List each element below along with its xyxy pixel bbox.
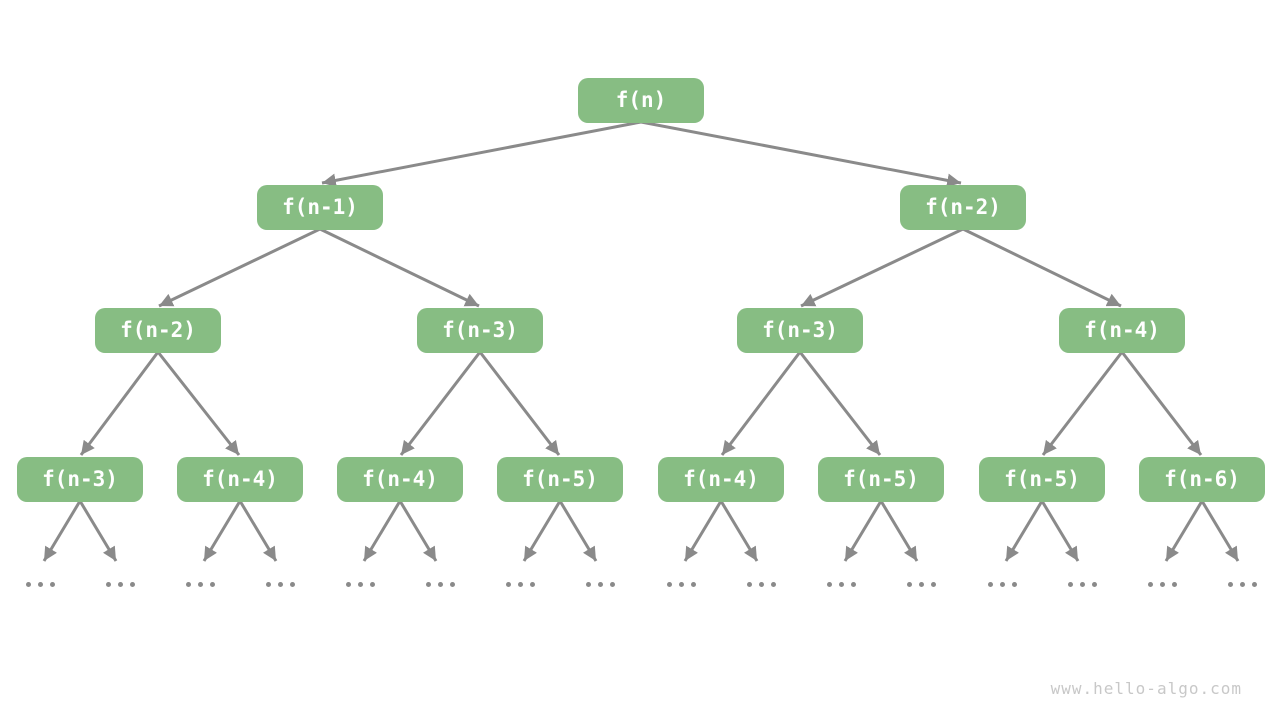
ellipsis — [346, 582, 375, 587]
tree-node: f(n-5) — [497, 457, 623, 502]
tree-node: f(n-2) — [900, 185, 1026, 230]
watermark: www.hello-algo.com — [1050, 679, 1242, 698]
ellipsis — [747, 582, 776, 587]
tree-node: f(n-2) — [95, 308, 221, 353]
tree-node: f(n-4) — [337, 457, 463, 502]
tree-edge — [156, 351, 241, 456]
tree-node: f(n-4) — [1059, 308, 1185, 353]
tree-node: f(n-4) — [658, 457, 784, 502]
tree-edge — [1041, 351, 1124, 456]
tree-edge — [719, 500, 759, 562]
ellipsis — [506, 582, 535, 587]
tree-edge — [158, 227, 321, 308]
tree-edge — [79, 351, 160, 456]
tree-edge — [202, 500, 242, 562]
tree-edge — [398, 500, 438, 562]
tree-node-fn: f(n) — [578, 78, 704, 123]
tree-edge — [1040, 500, 1080, 562]
tree-node: f(n-4) — [177, 457, 303, 502]
tree-node: f(n-3) — [417, 308, 543, 353]
tree-edge — [319, 227, 480, 308]
tree-edge — [478, 351, 561, 456]
tree-node: f(n-3) — [737, 308, 863, 353]
tree-edge — [843, 500, 883, 562]
ellipsis — [827, 582, 856, 587]
ellipsis — [106, 582, 135, 587]
tree-edge — [879, 500, 919, 562]
tree-edge — [321, 120, 642, 188]
tree-edge — [42, 500, 82, 562]
ellipsis — [266, 582, 295, 587]
tree-edge — [1200, 500, 1240, 562]
tree-edge — [800, 227, 964, 308]
tree-edge — [798, 351, 882, 456]
ellipsis — [1228, 582, 1257, 587]
tree-edge — [522, 500, 562, 562]
tree-edge — [1004, 500, 1044, 562]
tree-node: f(n-1) — [257, 185, 383, 230]
ellipsis — [988, 582, 1017, 587]
ellipsis — [186, 582, 215, 587]
tree-edge — [399, 351, 482, 456]
ellipsis — [1148, 582, 1177, 587]
ellipsis — [426, 582, 455, 587]
tree-node: f(n-5) — [979, 457, 1105, 502]
ellipsis — [907, 582, 936, 587]
tree-edge — [720, 351, 802, 456]
tree-edge — [78, 500, 118, 562]
tree-edge — [640, 120, 962, 188]
tree-edge — [962, 227, 1122, 308]
tree-edge — [683, 500, 723, 562]
tree-edge — [558, 500, 598, 562]
tree-node: f(n-5) — [818, 457, 944, 502]
ellipsis — [26, 582, 55, 587]
tree-edge — [238, 500, 278, 562]
ellipsis — [667, 582, 696, 587]
tree-edge — [1164, 500, 1204, 562]
ellipsis — [586, 582, 615, 587]
tree-edge — [1120, 351, 1203, 456]
ellipsis — [1068, 582, 1097, 587]
tree-node: f(n-6) — [1139, 457, 1265, 502]
tree-node: f(n-3) — [17, 457, 143, 502]
tree-edge — [362, 500, 402, 562]
